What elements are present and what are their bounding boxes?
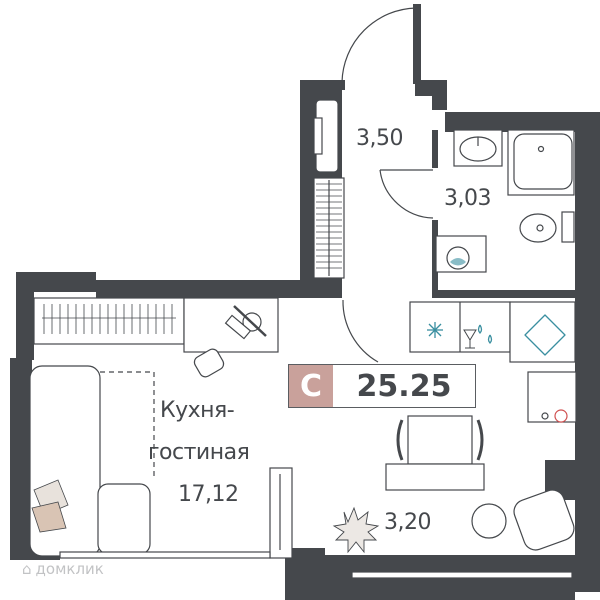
total-area-badge: C 25.25 xyxy=(288,364,476,408)
room-label-living-name-1: Кухня- xyxy=(160,398,235,423)
pillows xyxy=(31,479,69,533)
kitchen-accents xyxy=(427,314,566,356)
kitchen-units xyxy=(409,301,577,423)
house-icon: ⌂ xyxy=(22,560,32,578)
balcony-furniture xyxy=(59,489,575,579)
room-label-hallway: 3,50 xyxy=(356,126,403,151)
living-door xyxy=(342,299,379,363)
room-label-bathroom: 3,03 xyxy=(444,186,491,211)
entry-door-frame xyxy=(413,4,421,84)
room-label-living-area: 17,12 xyxy=(178,482,239,507)
plant-icon xyxy=(332,506,380,554)
total-area-value: 25.25 xyxy=(356,368,452,404)
washer-drum-fill xyxy=(450,258,466,266)
hallway-furniture xyxy=(313,99,345,279)
apartment-class-label: C xyxy=(289,365,333,407)
desk-chair xyxy=(193,305,267,378)
bathroom-fixtures xyxy=(435,129,575,273)
bathroom-door xyxy=(379,169,434,219)
hallway-radiator-lines xyxy=(316,183,342,269)
watermark-text: домклик xyxy=(35,560,104,578)
entry-door xyxy=(341,7,417,84)
room-label-living-name-2: гостиная xyxy=(148,440,250,465)
room-label-balcony: 3,20 xyxy=(384,510,431,535)
watermark: ⌂ домклик xyxy=(22,560,104,578)
dining-set xyxy=(385,415,485,491)
living-radiator-lines xyxy=(42,304,176,334)
wine-glass-icon xyxy=(463,329,477,349)
